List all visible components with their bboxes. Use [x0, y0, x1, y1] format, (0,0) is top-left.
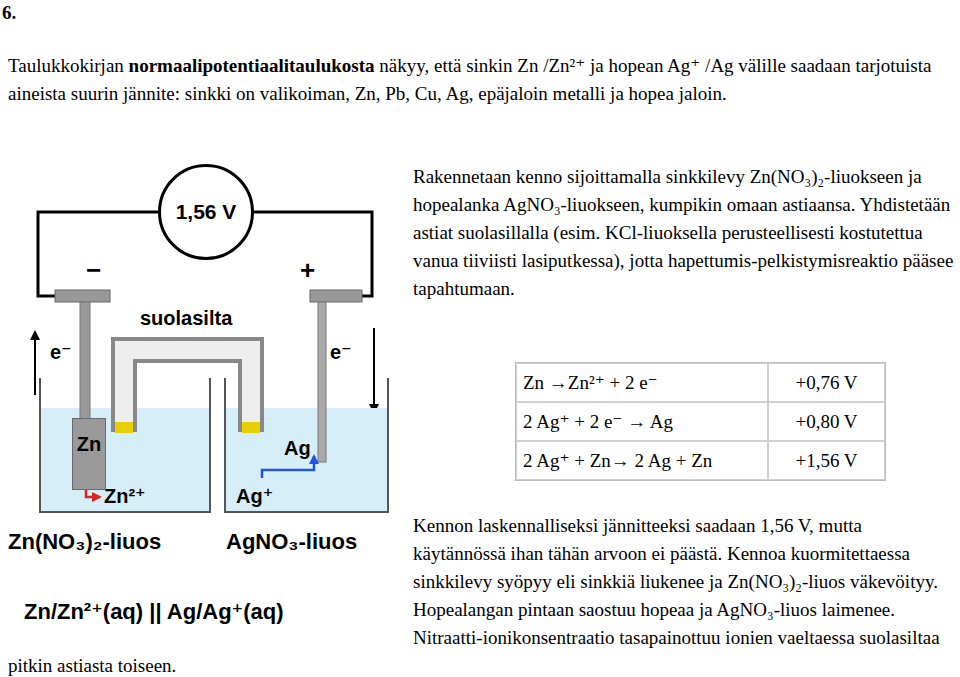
paragraph-term: normaalipotentiaalitaulukosta: [129, 55, 375, 76]
table-cell: 2 Ag⁺ + Zn→ 2 Ag + Zn: [516, 441, 768, 480]
question-number: 6.: [2, 2, 16, 24]
table-cell: +0,80 V: [768, 402, 885, 441]
zinc-plate: Zn: [72, 418, 106, 490]
terminal: [310, 290, 362, 302]
bridge-plug: [115, 422, 133, 433]
node-text: 1,56 V: [176, 200, 237, 224]
table-cell: +0,76 V: [768, 363, 885, 402]
part-name: suolasilta: [140, 306, 232, 330]
beaker: [40, 378, 210, 512]
ion-arrow: [86, 490, 100, 497]
ion-label: Zn²⁺: [104, 484, 146, 508]
table-cell-text: +0,80 V: [795, 411, 857, 433]
voltmeter: 1,56 V: [158, 164, 254, 260]
terminal-sign: +: [300, 258, 315, 282]
silver-wire: [318, 302, 326, 462]
wire: [38, 212, 158, 296]
electrode-label: Ag: [284, 436, 311, 460]
beaker: [225, 378, 388, 512]
terminal: [55, 290, 110, 302]
salt-bridge: [124, 350, 251, 432]
paragraph-text: Taulukkokirjan: [8, 55, 124, 76]
salt-bridge: [124, 350, 251, 432]
table-cell: Zn →Zn²⁺ + 2 e⁻: [516, 363, 768, 402]
cell-notation: Zn/Zn²⁺(aq) || Ag/Ag⁺(aq): [24, 600, 284, 624]
solution-label: Zn(NO₃)₂-liuos: [8, 530, 161, 554]
solution: [226, 408, 387, 511]
electron-arrow: [34, 332, 36, 395]
bridge-plug: [242, 422, 260, 433]
table-cell-text: +1,56 V: [795, 450, 857, 472]
table-cell-text: 2 Ag⁺ + 2 e⁻ → Ag: [523, 410, 673, 433]
electron-label: e⁻: [330, 340, 352, 364]
table-cell-text: 2 Ag⁺ + Zn→ 2 Ag + Zn: [523, 449, 712, 472]
node-text: Zn: [77, 433, 101, 455]
table-cell-text: +0,76 V: [795, 372, 857, 394]
paragraph-text: Rakennetaan kenno sijoittamalla sinkkile…: [413, 166, 953, 299]
ion-label: Ag⁺: [236, 484, 273, 508]
wire: [254, 212, 372, 296]
electron-label: e⁻: [50, 340, 72, 364]
ion-arrow: [262, 456, 314, 478]
solution-label: AgNO₃-liuos: [226, 530, 357, 554]
zinc-rod: [80, 302, 90, 420]
table-cell-text: Zn →Zn²⁺ + 2 e⁻: [523, 371, 658, 394]
table-cell: 2 Ag⁺ + 2 e⁻ → Ag: [516, 402, 768, 441]
solution: [41, 408, 209, 511]
terminal-sign: −: [86, 258, 101, 282]
intro-paragraph: Taulukkokirjan normaalipotentiaalitauluk…: [8, 52, 943, 108]
electron-arrow: [373, 328, 375, 412]
setup-paragraph: Rakennetaan kenno sijoittamalla sinkkile…: [413, 163, 958, 303]
table-cell: +1,56 V: [768, 441, 885, 480]
reaction-table: Zn →Zn²⁺ + 2 e⁻ +0,76 V 2 Ag⁺ + 2 e⁻ → A…: [515, 362, 886, 481]
